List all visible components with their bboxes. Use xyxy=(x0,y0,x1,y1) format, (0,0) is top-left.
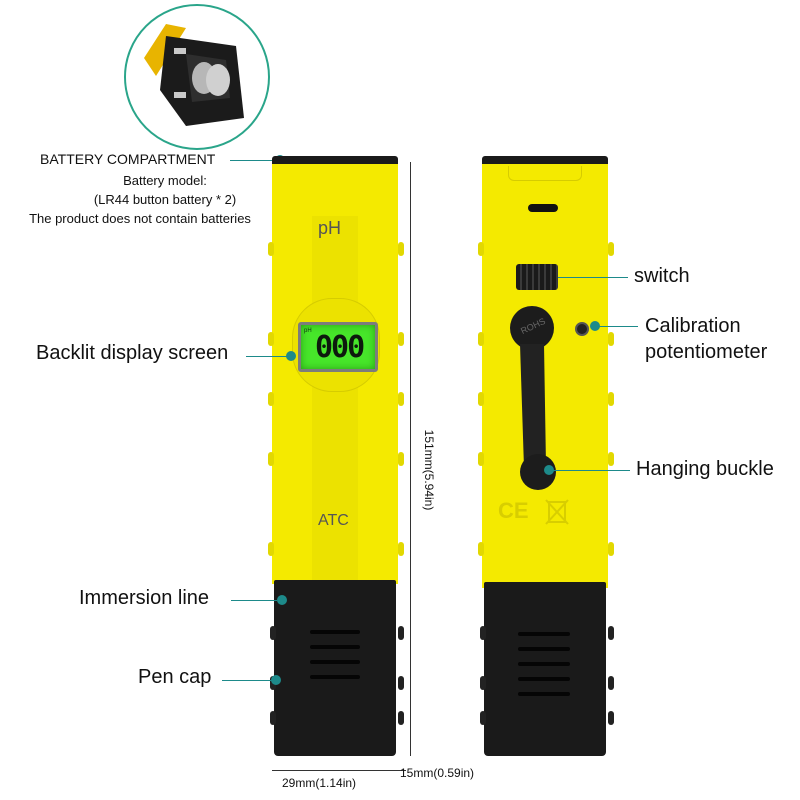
cap-vent-slot xyxy=(518,662,570,666)
grip-ridge xyxy=(608,452,614,466)
calibration-leader-line xyxy=(598,326,638,327)
battery-model-line1: Battery model: xyxy=(123,173,207,188)
cap-vent-slot xyxy=(310,660,360,664)
front-pen: pH pH 000 ATC xyxy=(268,156,408,764)
back-vent-slot xyxy=(528,204,558,212)
switch-leader-line xyxy=(558,277,628,278)
grip-ridge xyxy=(608,332,614,346)
grip-ridge xyxy=(480,676,486,690)
buckle-leader-dot xyxy=(544,465,554,475)
immersion-leader-dot xyxy=(277,595,287,605)
grip-ridge xyxy=(398,711,404,725)
cap-vent-slot xyxy=(518,692,570,696)
calibration-label-line1: Calibration xyxy=(645,315,741,337)
grip-ridge xyxy=(270,626,276,640)
backlit-display: pH 000 xyxy=(298,322,378,372)
calibration-leader-dot xyxy=(590,321,600,331)
grip-ridge xyxy=(268,542,274,556)
grip-ridge xyxy=(398,392,404,406)
power-switch[interactable] xyxy=(516,264,558,290)
grip-ridge xyxy=(608,542,614,556)
grip-ridge xyxy=(268,332,274,346)
length-dimension-label: 151mm(5.94in) xyxy=(422,429,436,511)
grip-ridge xyxy=(478,242,484,256)
battery-note: The product does not contain batteries xyxy=(29,211,251,226)
battery-compartment-inset xyxy=(124,4,270,150)
length-dimension-line xyxy=(410,162,411,756)
grip-ridge xyxy=(398,626,404,640)
cap-vent-slot xyxy=(518,632,570,636)
backlit-leader-line xyxy=(246,356,290,357)
cap-vent-slot xyxy=(310,675,360,679)
ce-mark-icon: CE xyxy=(498,498,529,523)
grip-ridge xyxy=(398,242,404,256)
pen-cap-leader-dot xyxy=(271,675,281,685)
display-reading: 000 xyxy=(315,330,365,365)
grip-ridge xyxy=(608,392,614,406)
weee-bin-icon xyxy=(545,499,569,525)
pen-cap-leader-line xyxy=(222,680,274,681)
cap-vent-slot xyxy=(310,630,360,634)
calibration-potentiometer[interactable] xyxy=(575,322,589,336)
cap-vent-slot xyxy=(310,645,360,649)
grip-ridge xyxy=(478,542,484,556)
grip-ridge xyxy=(398,676,404,690)
hanging-buckle-label: Hanging buckle xyxy=(636,458,774,480)
display-ph-badge: pH xyxy=(304,328,312,334)
battery-model-line2: (LR44 button battery * 2) xyxy=(93,192,237,207)
switch-label: switch xyxy=(634,265,690,287)
calibration-label-line2: potentiometer xyxy=(645,341,768,363)
grip-ridge xyxy=(478,332,484,346)
grip-ridge xyxy=(398,542,404,556)
immersion-line-label: Immersion line xyxy=(79,587,210,609)
grip-ridge xyxy=(268,392,274,406)
grip-ridge xyxy=(608,676,614,690)
backlit-display-label: Backlit display screen xyxy=(36,342,229,364)
back-body xyxy=(482,164,608,588)
depth-dimension-label: 15mm(0.59in) xyxy=(400,766,475,780)
grip-ridge xyxy=(478,392,484,406)
grip-ridge xyxy=(270,711,276,725)
grip-ridge xyxy=(478,452,484,466)
pen-cap-label: Pen cap xyxy=(138,666,212,688)
immersion-leader-line xyxy=(231,600,277,601)
battery-compartment-title: BATTERY COMPARTMENT xyxy=(40,151,216,167)
grip-ridge xyxy=(268,452,274,466)
width-dimension-line xyxy=(272,770,406,771)
grip-ridge xyxy=(398,452,404,466)
grip-ridge xyxy=(480,711,486,725)
buckle-leader-line xyxy=(552,470,630,471)
battery-leader-line xyxy=(230,160,278,161)
front-center-channel xyxy=(312,216,358,582)
atc-label: ATC xyxy=(318,512,349,529)
front-pen-cap xyxy=(274,580,396,756)
back-top-cap xyxy=(482,156,608,166)
back-compartment-outline xyxy=(508,166,582,181)
grip-ridge xyxy=(608,626,614,640)
ph-label: pH xyxy=(318,218,342,238)
grip-ridge xyxy=(480,626,486,640)
back-pen-cap xyxy=(484,582,606,756)
grip-ridge xyxy=(268,242,274,256)
backlit-leader-dot xyxy=(286,351,296,361)
hanging-lever xyxy=(510,306,556,490)
back-pen: ROHS CE xyxy=(478,156,618,764)
cap-vent-slot xyxy=(518,647,570,651)
grip-ridge xyxy=(398,332,404,346)
grip-ridge xyxy=(608,242,614,256)
width-dimension-label: 29mm(1.14in) xyxy=(282,776,357,790)
grip-ridge xyxy=(608,711,614,725)
battery-compartment-illustration xyxy=(144,24,244,126)
cap-vent-slot xyxy=(518,677,570,681)
front-top-cap xyxy=(272,156,398,166)
